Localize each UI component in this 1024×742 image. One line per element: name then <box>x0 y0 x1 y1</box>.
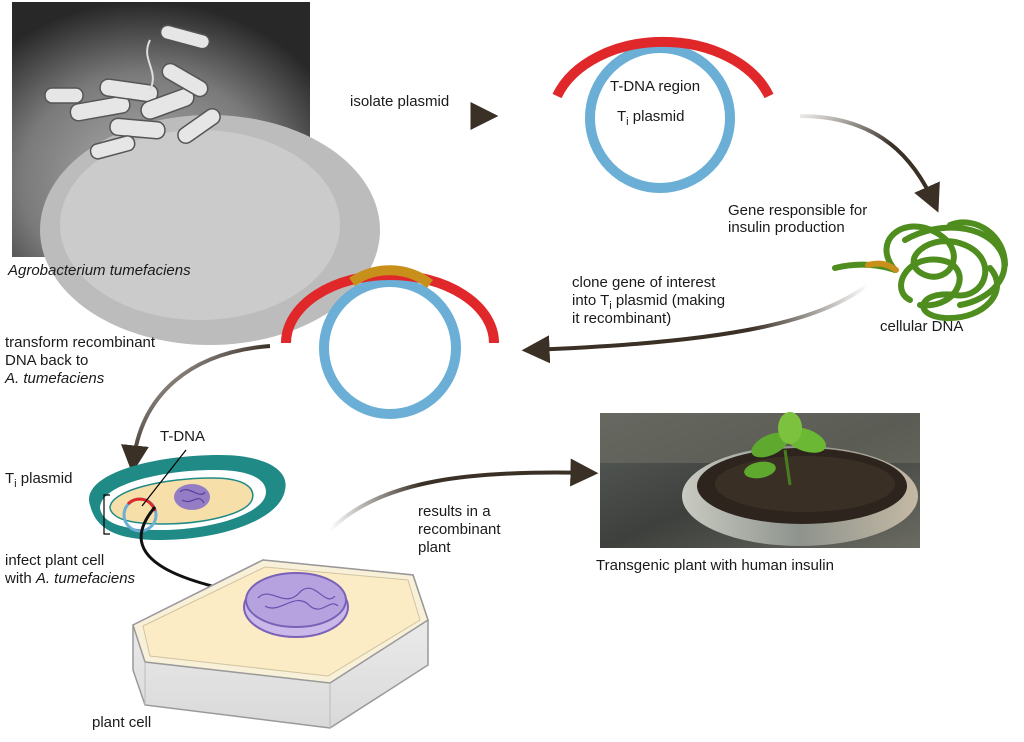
ti-plasmid-ring <box>552 36 774 193</box>
infect-label-line1: infect plant cell <box>5 552 105 569</box>
agrobacterium-caption: Agrobacterium tumefaciens <box>8 262 191 279</box>
ti-plasmid2-label-t: T <box>5 470 15 487</box>
clone-label-line1: clone gene of interest <box>572 274 716 291</box>
ti-plasmid-label-rest: plasmid <box>628 108 685 125</box>
infect-label-line2-a: with <box>5 570 36 587</box>
transform-label-line3: A. tumefaciens <box>5 370 105 387</box>
results-label-line2: recombinant <box>418 521 501 538</box>
to-cellular-dna-arrow <box>799 114 940 213</box>
plant-cell-label: plant cell <box>92 714 152 731</box>
transgenic-plant-photo <box>600 412 920 548</box>
isolate-plasmid-label: isolate plasmid <box>350 93 450 110</box>
infect-label-line2: with A. tumefaciens <box>5 570 135 588</box>
plant-cell <box>132 559 429 729</box>
transgenic-caption: Transgenic plant with human insulin <box>596 557 834 574</box>
tdna-pointer-line <box>141 449 187 507</box>
agrobacterium-micrograph <box>12 2 380 345</box>
results-label-line1: results in a <box>418 503 491 520</box>
tdna-region-label: T-DNA region <box>610 78 701 95</box>
gene-label-line2: insulin production <box>728 219 845 236</box>
cellular-dna-tangle <box>832 219 1008 322</box>
transform-label-line2: DNA back to <box>5 352 89 369</box>
transform-label-line1: transform recombinant <box>5 334 156 351</box>
ti-plasmid-label: Ti plasmid <box>617 108 684 131</box>
clone-label-line3: it recombinant) <box>572 310 672 327</box>
clone-label-line2: into Ti plasmid (making <box>572 292 725 315</box>
clone-gene-arrow <box>521 283 870 364</box>
bacterium-cell <box>89 455 286 540</box>
infect-label-line2-b: A. tumefaciens <box>35 570 136 587</box>
ti-plasmid2-label-rest: plasmid <box>16 470 73 487</box>
insulin-gene-segment <box>865 260 899 273</box>
ti-plasmid-label-sub: i <box>626 116 629 128</box>
results-arrow <box>328 458 599 532</box>
recombinant-plasmid-ring <box>281 265 499 419</box>
results-label-line3: plant <box>418 539 451 556</box>
ti-plasmid2-label-sub: i <box>14 478 17 490</box>
clone-label-line2-a: into T <box>572 292 610 309</box>
clone-label-line2-sub: i <box>609 300 612 312</box>
gene-label-line1: Gene responsible for <box>728 202 868 219</box>
clone-label-line2-b: plasmid (making <box>611 292 726 309</box>
ti-plasmid2-label: Ti plasmid <box>5 470 72 493</box>
ti-plasmid-label-t: T <box>617 108 627 125</box>
transform-arrow <box>121 344 271 474</box>
cellular-dna-label: cellular DNA <box>880 318 964 335</box>
tdna-label: T-DNA <box>160 428 205 445</box>
